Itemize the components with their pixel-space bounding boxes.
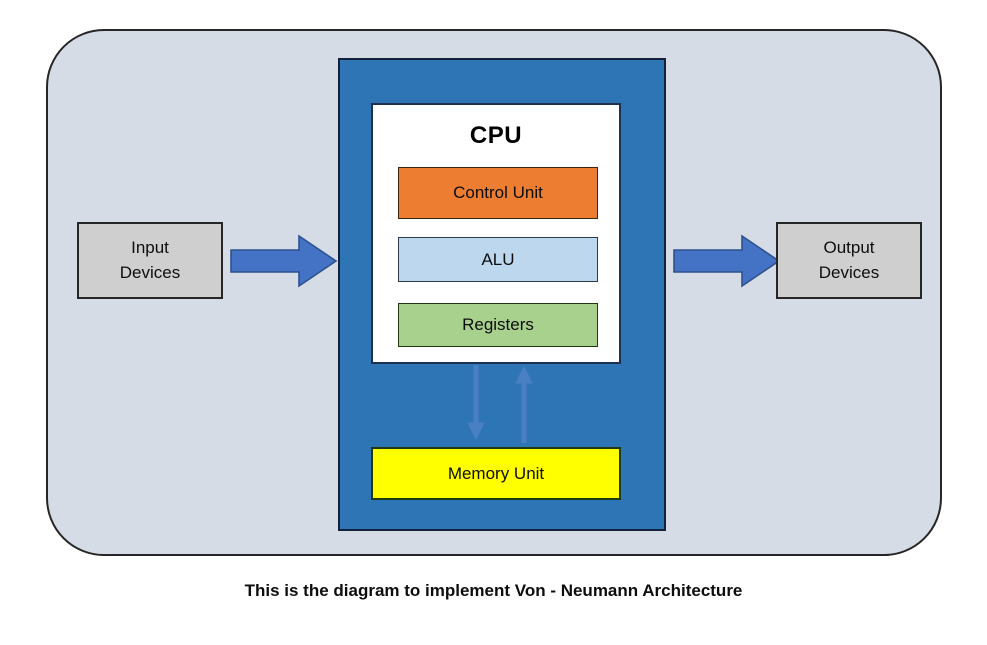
input-devices-label-line2: Devices xyxy=(119,262,181,282)
registers-label: Registers xyxy=(462,315,534,334)
diagram-caption: This is the diagram to implement Von - N… xyxy=(244,581,743,600)
alu-label: ALU xyxy=(481,249,515,269)
input-devices-label-line1: Input xyxy=(131,237,169,257)
output-devices-label-line1: Output xyxy=(823,237,875,257)
registers-box: Registers xyxy=(398,303,598,347)
cpu-memory-bus-arrows-icon xyxy=(467,365,533,443)
input-devices-box: Input Devices xyxy=(77,222,223,299)
arrow-input-to-cpu-icon xyxy=(230,234,338,288)
control-unit-box: Control Unit xyxy=(398,167,598,219)
control-unit-label: Control Unit xyxy=(453,183,543,202)
cpu-box: CPU Control Unit ALU Registers xyxy=(371,103,621,364)
memory-unit-label: Memory Unit xyxy=(447,463,545,483)
output-devices-label-line2: Devices xyxy=(818,262,880,282)
output-devices-box: Output Devices xyxy=(776,222,922,299)
memory-unit-box: Memory Unit xyxy=(371,447,621,500)
alu-box: ALU xyxy=(398,237,598,282)
cpu-title: CPU xyxy=(469,122,523,149)
arrow-cpu-to-output-icon xyxy=(673,234,781,288)
